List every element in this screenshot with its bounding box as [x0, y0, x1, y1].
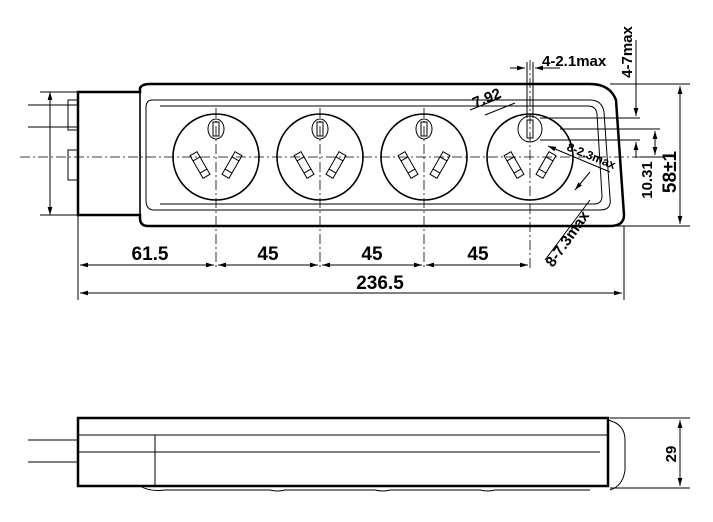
power-slot-right — [221, 151, 243, 179]
dim-first-spacing: 61.5 — [132, 244, 169, 265]
dim-pin-depth: 4-7max — [619, 25, 636, 77]
power-slot-right — [429, 151, 451, 179]
earth-pin-hole — [415, 118, 433, 140]
power-slot-left — [397, 151, 419, 179]
socket-3 — [380, 108, 468, 270]
earth-pin-hole — [207, 118, 225, 140]
earth-pin-hole — [311, 118, 329, 140]
left-height-dimension — [40, 91, 78, 216]
socket-1 — [172, 108, 260, 270]
right-dimensions: 58±1 10.31 4-7max 4-2.1max 7.92 8-2.3max… — [469, 25, 690, 270]
power-slot-right — [325, 151, 347, 179]
dim-total-length: 236.5 — [356, 273, 404, 294]
power-slot-left — [293, 151, 315, 179]
earth-pin-hole — [517, 115, 543, 143]
power-slot-right — [535, 151, 557, 179]
socket-panel — [145, 99, 611, 211]
socket-2 — [276, 108, 364, 270]
cord-stub — [28, 99, 79, 181]
dim-spacing-3: 45 — [467, 244, 489, 265]
spacing-dimensions: 61.5 45 45 45 236.5 — [77, 215, 625, 300]
dim-height: 29 — [663, 446, 680, 463]
dim-spacing-1: 45 — [257, 244, 279, 265]
power-slot-left — [189, 151, 211, 179]
side-view: 29 — [28, 416, 690, 492]
strip-body-outline — [76, 82, 626, 228]
dim-pin-width: 4-2.1max — [542, 53, 607, 70]
dim-slot-width: 8-2.3max — [565, 140, 618, 172]
top-view — [20, 60, 640, 270]
dim-spacing-2: 45 — [361, 244, 383, 265]
dim-socket-offset: 10.31 — [639, 161, 656, 199]
power-slot-left — [503, 151, 525, 179]
dim-width: 58±1 — [660, 151, 681, 194]
dim-slot-length: 8-7.3max — [542, 207, 593, 270]
dim-earth-offset: 7.92 — [470, 85, 503, 112]
